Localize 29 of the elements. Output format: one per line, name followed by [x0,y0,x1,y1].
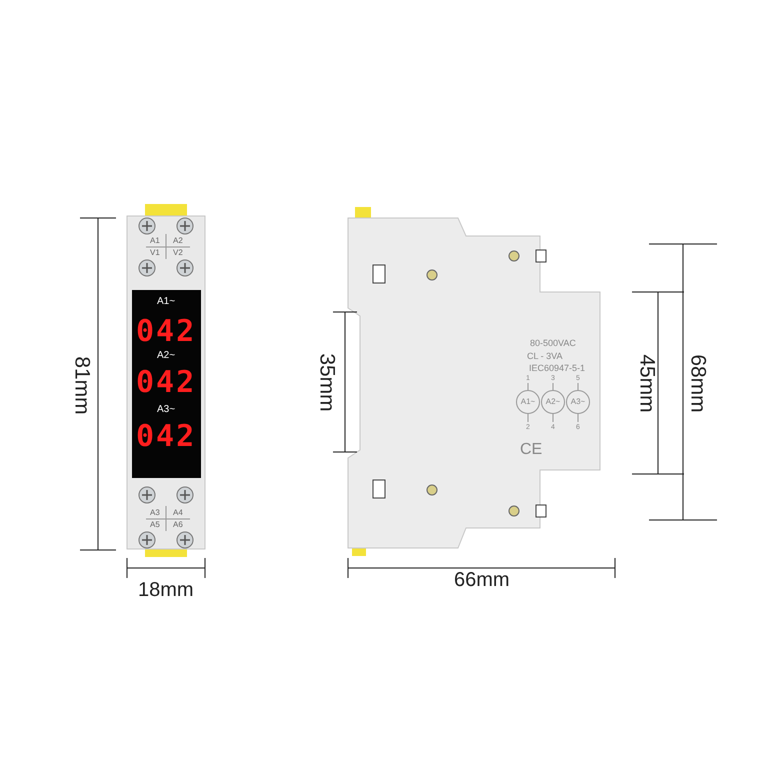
dimension-label: 35mm [316,352,338,412]
terminal-label: V1 [150,249,160,257]
display-digits: 042 [136,422,196,452]
channel-label: A2~ [157,351,176,361]
terminal-label: A1 [150,237,160,245]
dimension-label: 66mm [454,570,510,590]
terminal-label: A6 [173,521,183,529]
channel-label: A3~ [157,405,176,415]
connector-line [552,414,554,422]
display-digits: 042 [136,317,196,347]
standard-text: IEC60947-5-1 [529,364,586,372]
channel-label: A1~ [157,297,176,307]
dimension-label: 45mm [636,354,658,412]
dimension-label: 81mm [72,356,93,414]
terminal-label: A3 [150,509,160,517]
dimension-label: 18mm [138,580,194,600]
rating-text: CL - 3VA [527,352,563,360]
connector-line [552,382,554,390]
rating-text: 80-500VAC [530,338,576,348]
terminal-label: A4 [173,509,183,517]
dimension-label: 68mm [688,354,709,412]
ammeter-symbol: A1~ [516,390,540,414]
terminal-label: V2 [173,249,183,257]
display-digits: 042 [136,368,196,398]
ammeter-symbol: A3~ [566,390,590,414]
ammeter-symbol: A2~ [541,390,565,414]
terminal-label: A2 [173,237,183,245]
terminal-label: A5 [150,521,160,529]
conformity-mark: CE [520,442,542,458]
